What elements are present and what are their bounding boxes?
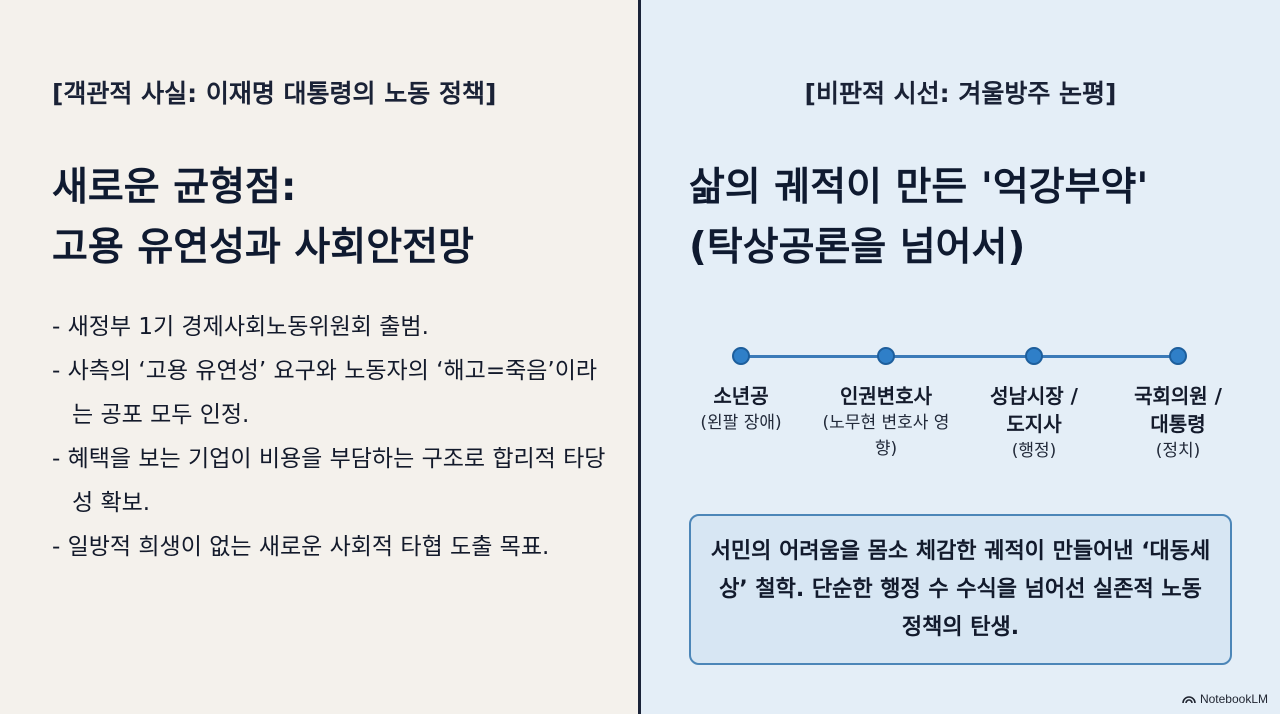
timeline-item: 소년공 (왼팔 장애) [666, 382, 816, 436]
notebooklm-watermark: NotebookLM [1182, 692, 1268, 706]
timeline-dot [877, 347, 895, 365]
brand-label: NotebookLM [1199, 692, 1268, 706]
timeline-item-name: 국회의원 / 대통령 [1134, 384, 1222, 436]
panel-divider [638, 0, 641, 714]
left-bullet-list: - 새정부 1기 경제사회노동위원회 출범. - 사측의 ‘고용 유연성’ 요구… [52, 305, 612, 569]
timeline-item: 성남시장 / 도지사 (행정) [969, 382, 1099, 464]
timeline-item-name: 인권변호사 [840, 384, 932, 408]
timeline-dot [1169, 347, 1187, 365]
timeline-item-sub: (노무현 변호사 영향) [822, 413, 950, 459]
right-title: 삶의 궤적이 만든 '억강부약' (탁상공론을 넘어서) [689, 158, 1148, 278]
left-title-line1: 새로운 균형점: [52, 165, 297, 210]
left-title-line2: 고용 유연성과 사회안전망 [52, 225, 474, 270]
left-title: 새로운 균형점: 고용 유연성과 사회안전망 [52, 158, 474, 278]
callout-box: 서민의 어려움을 몸소 체감한 궤적이 만들어낸 ‘대동세상’ 철학. 단순한 … [689, 514, 1232, 665]
timeline-item: 인권변호사 (노무현 변호사 영향) [811, 382, 961, 462]
timeline-item-sub: (정치) [1155, 441, 1201, 461]
timeline-item: 국회의원 / 대통령 (정치) [1113, 382, 1243, 464]
timeline-dot [732, 347, 750, 365]
timeline-item-name: 소년공 [713, 384, 769, 408]
bullet-item: - 사측의 ‘고용 유연성’ 요구와 노동자의 ‘해고=죽음’이라는 공포 모두… [52, 358, 598, 428]
right-section-label: [비판적 시선: 겨울방주 논평] [804, 79, 1117, 108]
timeline-item-sub: (왼팔 장애) [700, 413, 782, 433]
timeline-item-sub: (행정) [1011, 441, 1057, 461]
bullet-item: - 혜택을 보는 기업이 비용을 부담하는 구조로 합리적 타당성 확보. [52, 446, 606, 516]
timeline-item-name: 성남시장 / 도지사 [990, 384, 1078, 436]
right-title-line1: 삶의 궤적이 만든 '억강부약' [689, 165, 1149, 210]
timeline-line [741, 355, 1178, 358]
left-section-label: [객관적 사실: 이재명 대통령의 노동 정책] [52, 79, 497, 108]
callout-text: 서민의 어려움을 몸소 체감한 궤적이 만들어낸 ‘대동세상’ 철학. 단순한 … [710, 538, 1211, 640]
right-title-line2: (탁상공론을 넘어서) [689, 225, 1026, 270]
left-panel [0, 0, 638, 714]
timeline-dot [1025, 347, 1043, 365]
bullet-item: - 새정부 1기 경제사회노동위원회 출범. [52, 314, 429, 340]
bullet-item: - 일방적 희생이 없는 새로운 사회적 타협 도출 목표. [52, 534, 550, 560]
notebooklm-logo-icon [1182, 696, 1196, 704]
